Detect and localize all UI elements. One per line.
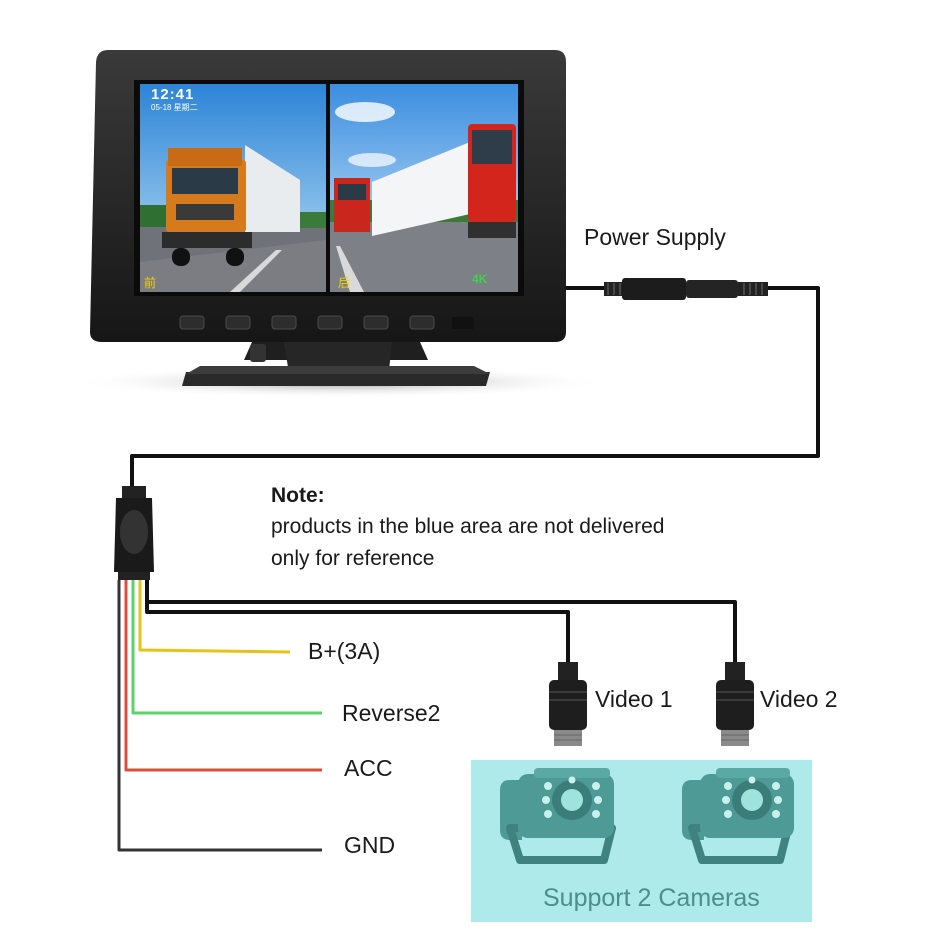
monitor bbox=[70, 50, 610, 398]
note-line-1: products in the blue area are not delive… bbox=[271, 515, 665, 538]
video-cables bbox=[145, 580, 737, 664]
camera-1 bbox=[500, 768, 616, 864]
front-view-label: 前 bbox=[144, 276, 157, 290]
wire-acc bbox=[124, 580, 322, 772]
reverse2-label: Reverse2 bbox=[342, 700, 441, 726]
bplus-label: B+(3A) bbox=[308, 638, 381, 664]
power-connector bbox=[604, 278, 768, 300]
power-button[interactable] bbox=[409, 315, 435, 330]
video1-label: Video 1 bbox=[595, 686, 673, 712]
gnd-label: GND bbox=[344, 832, 396, 858]
wire-bplus bbox=[138, 580, 291, 654]
rear-view-label: 后 bbox=[338, 276, 351, 290]
power-wires bbox=[117, 580, 322, 852]
power-supply-label: Power Supply bbox=[584, 224, 726, 250]
splitter-plug bbox=[114, 486, 154, 580]
right-button[interactable] bbox=[363, 315, 389, 330]
front-camera-view bbox=[140, 84, 326, 292]
wire-reverse2 bbox=[131, 580, 322, 715]
monitor-clock: 12:41 bbox=[151, 86, 195, 103]
split-button[interactable] bbox=[317, 315, 343, 330]
rear-camera-view bbox=[330, 84, 518, 292]
ir-sensor bbox=[452, 317, 474, 329]
monitor-date: 05-18 星期二 bbox=[151, 103, 198, 112]
left-button[interactable] bbox=[271, 315, 297, 330]
monitor-stand bbox=[182, 342, 490, 386]
acc-label: ACC bbox=[344, 755, 393, 781]
wire-gnd bbox=[117, 580, 322, 852]
video2-connector bbox=[716, 662, 754, 746]
quality-badge: 4K bbox=[472, 272, 488, 286]
video2-label: Video 2 bbox=[760, 686, 838, 712]
support-cameras-caption: Support 2 Cameras bbox=[543, 884, 760, 912]
note-title: Note: bbox=[271, 484, 325, 507]
note-line-2: only for reference bbox=[271, 547, 435, 570]
video1-connector bbox=[549, 662, 587, 746]
mode-button[interactable] bbox=[225, 315, 251, 330]
monitor-button-row bbox=[179, 315, 474, 330]
menu-button[interactable] bbox=[179, 315, 205, 330]
camera-2 bbox=[682, 768, 794, 864]
